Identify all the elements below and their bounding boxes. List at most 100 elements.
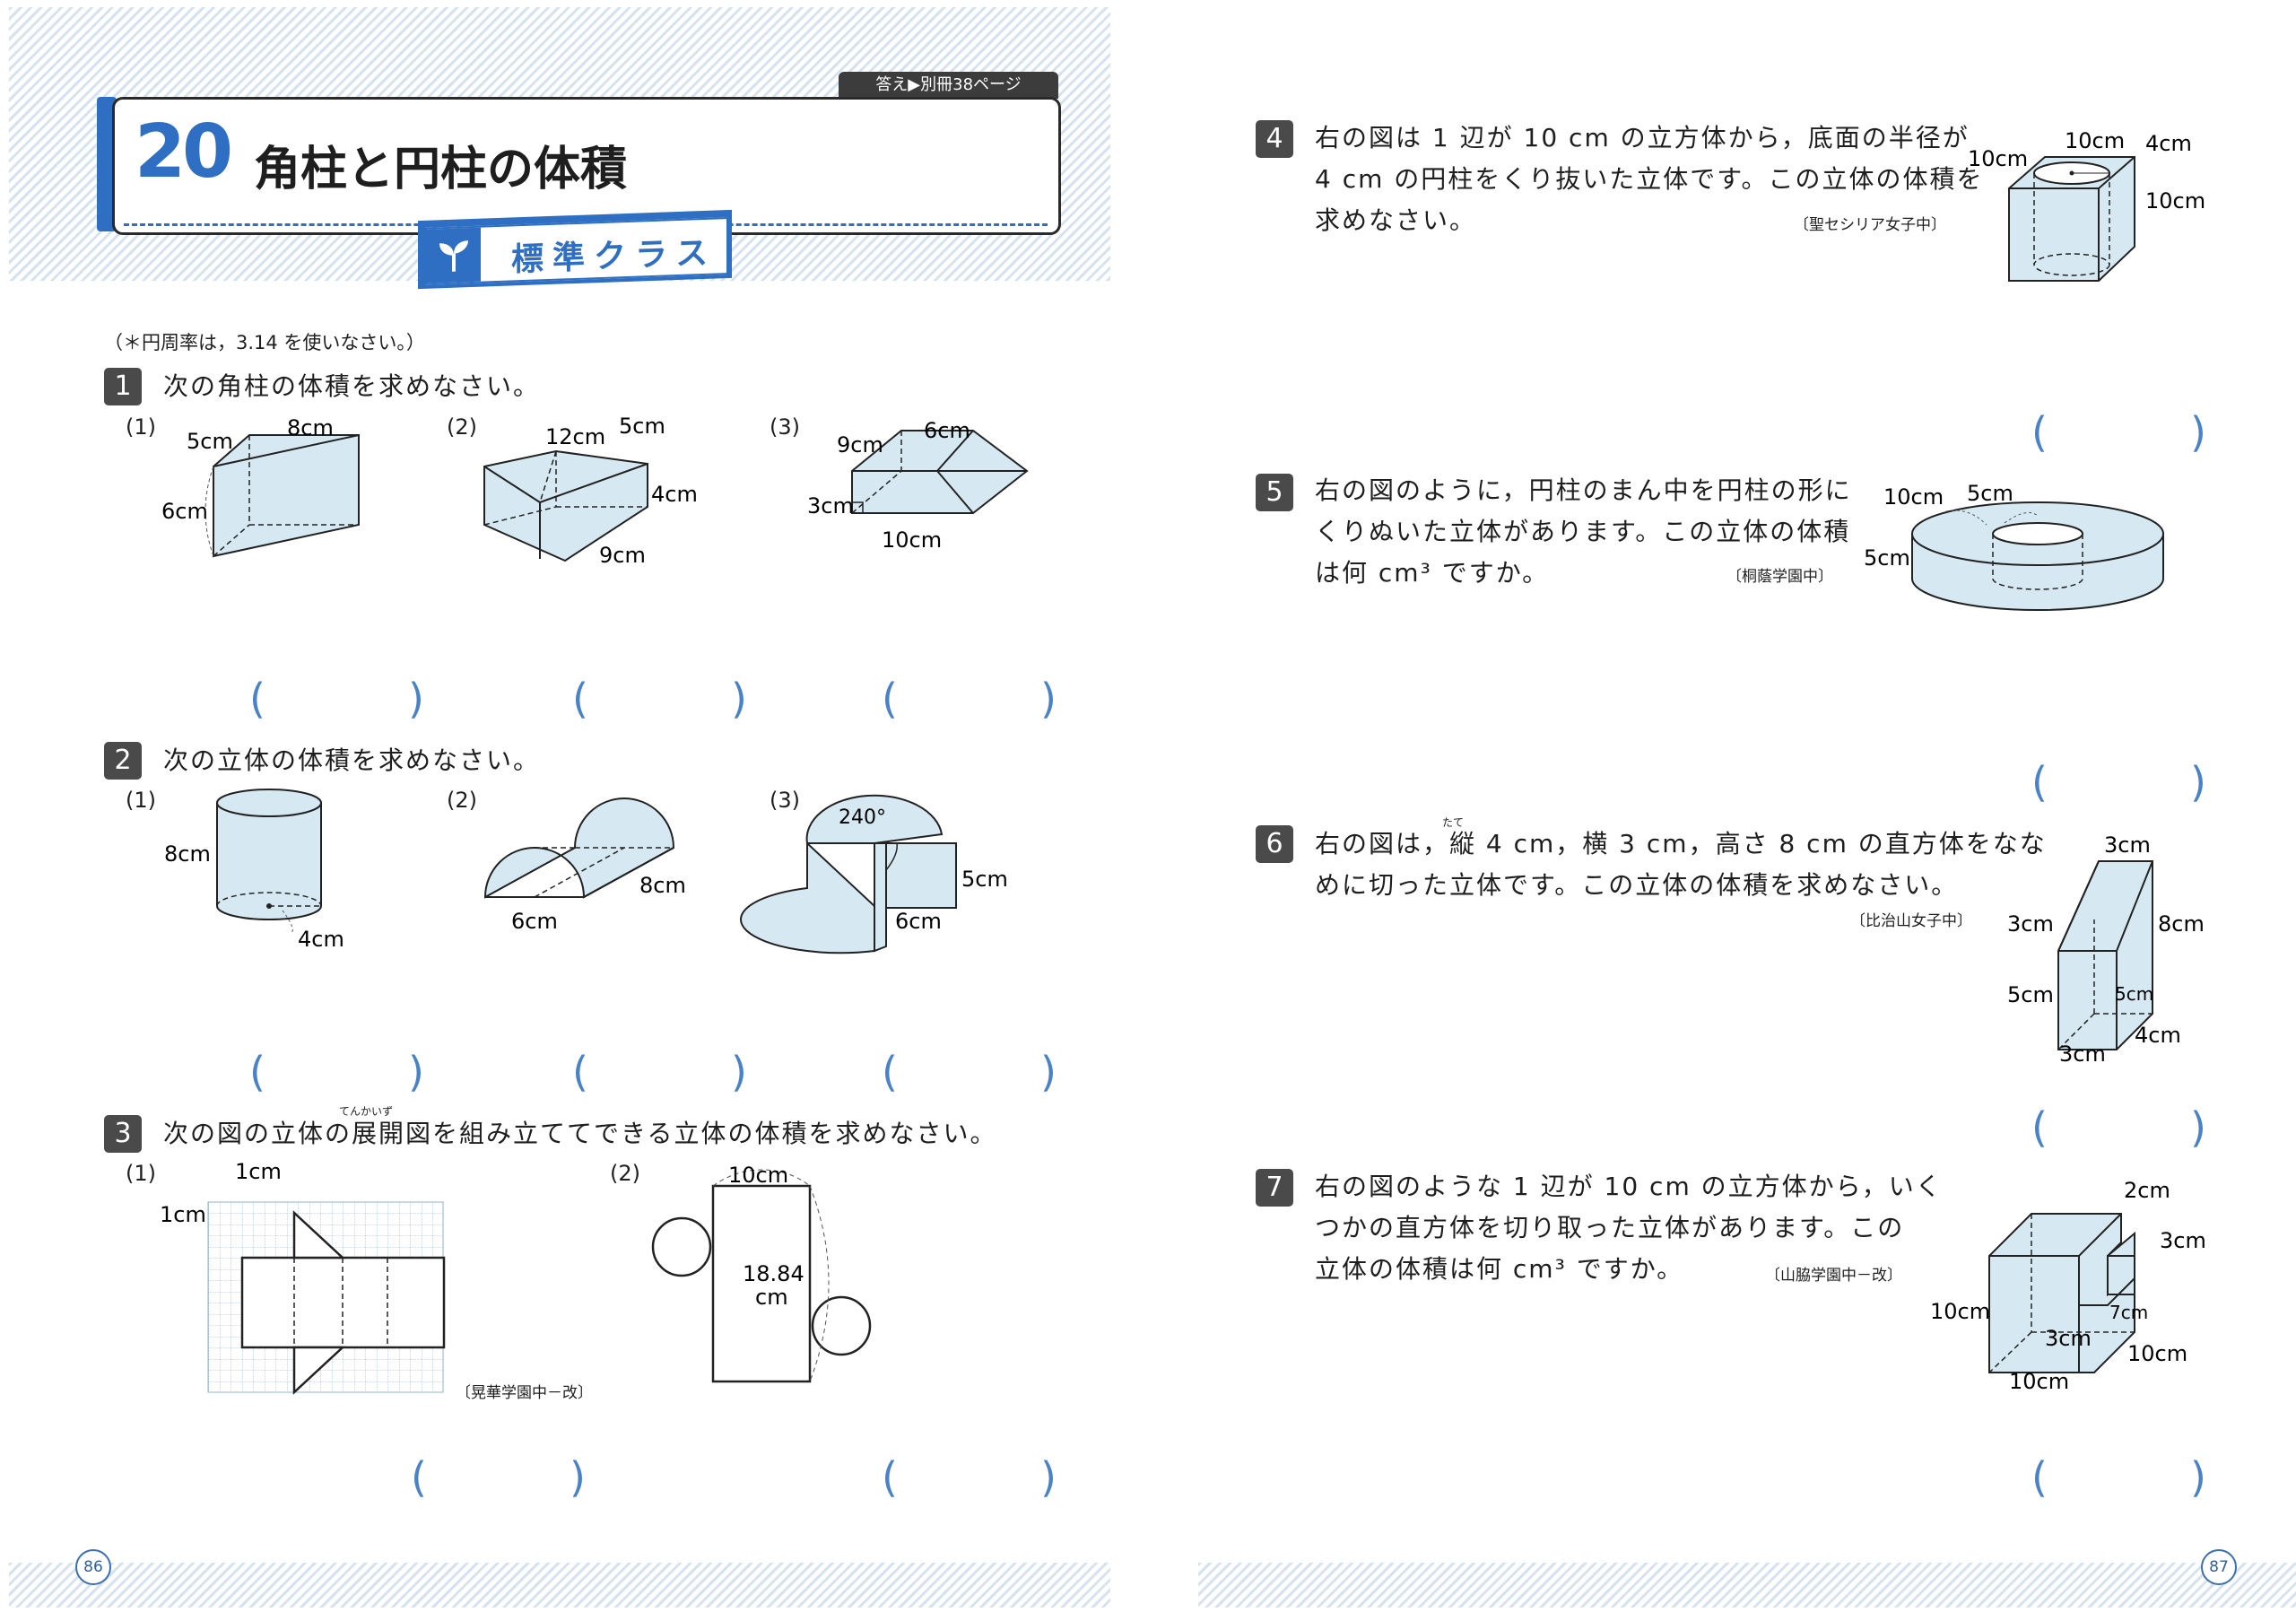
q3-1-answer-open: ( <box>411 1453 427 1502</box>
question-6-line-2: めに切った立体です。この立体の体積を求めなさい。 <box>1315 870 1959 900</box>
q4-answer-open: ( <box>2031 408 2048 457</box>
q1-3-label-a: 9cm <box>837 432 883 458</box>
q3-2-label-a: 10cm <box>728 1163 788 1188</box>
q5-answer-close: ) <box>2190 758 2206 806</box>
left-footer-band <box>9 1563 1110 1608</box>
q2-3-answer-close: ) <box>1040 1048 1057 1096</box>
q4-label-a: 10cm <box>2065 128 2125 153</box>
q3-1-label-b: 1cm <box>160 1202 206 1227</box>
q1-2-label-d: 9cm <box>599 543 646 568</box>
lesson-number: 20 <box>135 109 233 195</box>
q4-label-b: 4cm <box>2145 131 2192 156</box>
question-7-line-1: 右の図のような 1 辺が 10 cm の立方体から，いく <box>1315 1172 1943 1201</box>
q3-2-label-b: 18.84 <box>743 1261 804 1286</box>
answer-reference-tab: 答え▶別冊38ページ <box>839 72 1058 99</box>
q7-answer-open: ( <box>2031 1453 2048 1502</box>
q2-2-half-cylinder-figure: 8cm 6cm <box>483 797 686 934</box>
q6-label-d: 5cm <box>2007 982 2054 1007</box>
q3-1-label-a: 1cm <box>235 1159 282 1184</box>
q1-3-label-c: 3cm <box>807 493 854 519</box>
question-4-line-3: 求めなさい。 <box>1315 205 1477 235</box>
q1-sub-3-label: (3) <box>770 414 800 440</box>
q1-sub-2-label: (2) <box>447 414 477 440</box>
q3-2-cylinder-net-figure: 10cm 18.84 cm <box>651 1163 872 1383</box>
q5-answer-open: ( <box>2031 758 2048 806</box>
question-5-line-2: くりぬいた立体があります。この立体の体積 <box>1315 517 1851 546</box>
class-label-text: 標準クラス <box>511 234 718 279</box>
question-number-5: 5 <box>1256 474 1293 511</box>
q2-2-answer-close: ) <box>731 1048 747 1096</box>
q1-3-label-d: 10cm <box>882 527 942 553</box>
q6-answer-open: ( <box>2031 1103 2048 1152</box>
q6-label-a: 3cm <box>2104 832 2151 858</box>
question-number-2: 2 <box>104 742 142 780</box>
question-3-text: 次の図の立体の展開図を組み立ててできる立体の体積を求めなさい。 <box>163 1119 997 1148</box>
question-number-3: 3 <box>104 1115 142 1153</box>
q1-2-answer-close: ) <box>731 675 747 723</box>
q7-answer-close: ) <box>2190 1453 2206 1502</box>
q4-label-c: 10cm <box>1968 146 2028 171</box>
sprout-icon-box <box>427 227 481 283</box>
q3-source: 〔晃華学園中－改〕 <box>456 1384 593 1402</box>
q3-sub-1-label: (1) <box>126 1161 156 1186</box>
class-label-inner: 標準クラス <box>425 217 728 285</box>
q1-3-answer-close: ) <box>1040 675 1057 723</box>
sprout-icon <box>439 240 468 272</box>
q7-label-f: 10cm <box>2009 1369 2069 1394</box>
q3-sub-2-label: (2) <box>610 1161 640 1186</box>
q6-label-b: 3cm <box>2007 911 2054 937</box>
q2-1-label-a: 8cm <box>164 841 211 867</box>
q3-2-answer-close: ) <box>1040 1453 1057 1502</box>
q6-label-f: 3cm <box>2059 1041 2106 1067</box>
q4-cube-with-hole-figure: 10cm 4cm 10cm 10cm <box>1968 128 2205 282</box>
q3-1-net-on-grid-figure: 1cm 1cm <box>160 1159 446 1395</box>
q2-3-label-c: 6cm <box>895 909 942 934</box>
q1-2-label-b: 5cm <box>619 414 665 439</box>
question-7-line-3: 立体の体積は何 cm³ ですか。 <box>1315 1254 1684 1284</box>
question-5-line-3: は何 cm³ ですか。 <box>1315 558 1550 588</box>
q1-3-label-b: 6cm <box>924 418 970 443</box>
q7-label-e: 3cm <box>2045 1326 2092 1351</box>
q2-2-answer-open: ( <box>572 1048 588 1096</box>
q4-label-d: 10cm <box>2145 188 2205 214</box>
q7-label-g: 10cm <box>2127 1341 2187 1366</box>
q5-label-c: 5cm <box>1864 545 1910 571</box>
q6-label-e: 5cm <box>2115 983 2153 1005</box>
q7-cut-cube-figure: 2cm 3cm 10cm 7cm 3cm 10cm 10cm <box>1930 1178 2206 1394</box>
q6-cut-prism-figure: 3cm 3cm 8cm 5cm 5cm 3cm 4cm <box>2007 832 2205 1067</box>
question-5-line-1: 右の図のように，円柱のまん中を円柱の形に <box>1315 475 1852 505</box>
q1-3-answer-open: ( <box>882 675 898 723</box>
question-4-line-2: 4 cm の円柱をくり抜いた立体です。この立体の体積を <box>1315 164 1984 194</box>
q1-sub-1-label: (1) <box>126 414 156 440</box>
q1-1-triangular-prism-figure: 5cm 8cm 6cm <box>161 415 360 558</box>
q7-label-c: 10cm <box>1930 1299 1990 1324</box>
question-1-text: 次の角柱の体積を求めなさい。 <box>163 371 541 401</box>
question-7-line-2: つかの直方体を切り取った立体があります。この <box>1315 1213 1905 1242</box>
page-number-left: 86 <box>75 1549 111 1585</box>
q7-source: 〔山脇学園中－改〕 <box>1765 1267 1902 1285</box>
q2-3-answer-open: ( <box>882 1048 898 1096</box>
page-title: 角柱と円柱の体積 <box>254 143 628 196</box>
q2-3-label-b: 5cm <box>961 867 1008 892</box>
q5-label-a: 10cm <box>1883 484 1944 510</box>
question-4-line-1: 右の図は 1 辺が 10 cm の立方体から，底面の半径が <box>1315 123 1970 153</box>
q1-1-answer-close: ) <box>408 675 424 723</box>
q6-label-g: 4cm <box>2135 1023 2181 1048</box>
class-label-badge: 標準クラス <box>418 209 732 290</box>
q5-label-b: 5cm <box>1967 481 2013 506</box>
q4-source: 〔聖セシリア女子中〕 <box>1794 216 1946 234</box>
q6-source: 〔比治山女子中〕 <box>1850 912 1972 930</box>
q5-hollow-cylinder-figure: 10cm 5cm 5cm <box>1864 481 2164 611</box>
q5-source: 〔桐蔭学園中〕 <box>1726 568 1833 586</box>
q3-2-answer-open: ( <box>882 1453 898 1502</box>
question-2-text: 次の立体の体積を求めなさい。 <box>163 745 541 775</box>
page-number-right: 87 <box>2201 1549 2237 1585</box>
q7-label-b: 3cm <box>2160 1228 2206 1253</box>
q6-ruby: たて <box>1442 816 1465 829</box>
q1-1-label-a: 5cm <box>187 429 233 454</box>
q1-1-label-b: 8cm <box>287 415 334 440</box>
q1-3-quadrilateral-prism-figure: 9cm 6cm 3cm 10cm <box>807 418 1029 553</box>
q2-2-label-a: 8cm <box>639 873 686 898</box>
pi-note: （＊円周率は，3.14 を使いなさい。） <box>104 332 425 353</box>
q2-sub-2-label: (2) <box>447 788 477 813</box>
